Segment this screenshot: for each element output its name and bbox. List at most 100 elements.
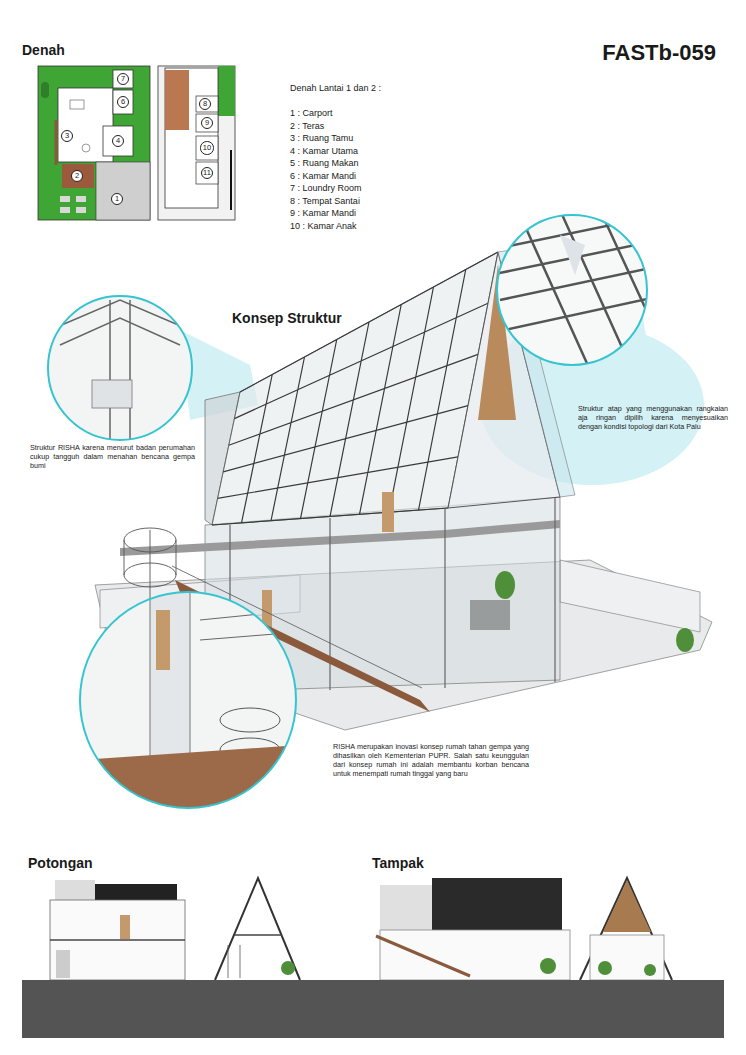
wood-wall xyxy=(55,120,58,165)
callout-number: 8 xyxy=(203,100,207,108)
callout-note: Struktur atap yang menggunakan rangkaian… xyxy=(578,404,728,431)
zoom-frame-detail xyxy=(48,296,192,440)
room-number: 11 xyxy=(201,167,214,180)
plan-key-item: 2 : Teras xyxy=(290,121,324,132)
room xyxy=(196,96,218,112)
ramp xyxy=(376,936,470,976)
carport xyxy=(96,162,150,220)
elevation-body xyxy=(380,930,570,980)
fence-wall xyxy=(560,560,700,632)
garden xyxy=(38,66,150,220)
paver xyxy=(76,207,86,213)
plan-key-item: 4 : Kamar Utama xyxy=(290,146,358,157)
roof-texture xyxy=(432,878,562,930)
room xyxy=(196,136,218,160)
stair xyxy=(56,950,70,978)
callout-number: 2 xyxy=(75,172,79,180)
bathroom xyxy=(113,90,133,114)
plan-key-item: 3 : Ruang Tamu xyxy=(290,133,353,144)
section-heading: Konsep Struktur xyxy=(232,310,342,328)
section-heading: Tampak xyxy=(372,855,424,873)
callout-number: 11 xyxy=(203,169,211,177)
room-number: 8 xyxy=(199,98,212,111)
zoom-outline xyxy=(80,592,296,808)
room xyxy=(196,162,218,184)
plan-key-item: 7 : Loundry Room xyxy=(290,183,362,194)
callout-note: RISHA merupakan inovasi konsep rumah tah… xyxy=(333,742,529,778)
elevation-drawings xyxy=(376,878,672,980)
zoom-content xyxy=(50,300,190,440)
beam xyxy=(200,610,300,640)
room-number: 3 xyxy=(61,130,74,143)
spiral-stair xyxy=(220,708,280,732)
wood-panel xyxy=(156,610,170,670)
callout-number: 9 xyxy=(205,119,209,127)
wood-door xyxy=(382,492,394,532)
floor-slab xyxy=(120,520,560,556)
wood-door xyxy=(120,915,130,939)
section-drawings xyxy=(50,878,300,980)
glass-panel xyxy=(560,235,585,275)
callout-number: 1 xyxy=(115,195,119,203)
room-number: 9 xyxy=(201,117,214,130)
callout-number: 3 xyxy=(65,132,69,140)
wood-gable xyxy=(603,880,651,932)
frame-members xyxy=(50,300,190,440)
terrace xyxy=(62,164,94,188)
master-bedroom xyxy=(103,126,133,156)
callout-number: 6 xyxy=(121,98,125,106)
interior-furniture xyxy=(470,600,510,630)
roof-band xyxy=(95,884,177,900)
dining-table-symbol xyxy=(82,144,90,152)
plan-key-item: 8 : Tempat Santai xyxy=(290,196,360,207)
wall-panel xyxy=(55,880,95,900)
plant xyxy=(676,628,694,652)
zoom-content xyxy=(490,210,665,370)
section-body xyxy=(50,900,185,980)
garden xyxy=(218,66,235,116)
truss-members xyxy=(490,210,665,370)
plan-key-item: 5 : Ruang Makan xyxy=(290,158,359,169)
callout-number: 7 xyxy=(121,75,125,83)
plan-key-heading: Denah Lantai 1 dan 2 : xyxy=(290,83,381,94)
plan-key-item: 1 : Carport xyxy=(290,108,333,119)
interior xyxy=(92,380,132,408)
plan-key-item: 6 : Kamar Mandi xyxy=(290,171,356,182)
plot xyxy=(158,66,235,220)
callout-number: 10 xyxy=(203,144,211,152)
plant xyxy=(281,961,295,975)
zoom-column-detail xyxy=(80,590,300,810)
sofa-symbol xyxy=(70,100,84,109)
callout-number: 4 xyxy=(116,137,120,145)
railing xyxy=(230,150,232,210)
zoom-outline xyxy=(497,215,647,365)
section-heading: Denah xyxy=(22,42,65,60)
ground-bar xyxy=(22,980,724,1038)
laundry-room xyxy=(113,70,133,88)
a-frame-elevation xyxy=(580,878,672,980)
section-heading: Potongan xyxy=(28,855,93,873)
plant xyxy=(495,571,515,599)
wall-panel xyxy=(380,885,432,930)
plant xyxy=(598,961,612,975)
paver xyxy=(60,196,70,202)
zoom-circle xyxy=(48,296,192,440)
floor-line xyxy=(50,939,185,941)
room-number: 6 xyxy=(117,96,130,109)
floor-line xyxy=(234,934,282,936)
plan-key-item: 10 : Kamar Anak xyxy=(290,221,357,232)
elevation-body xyxy=(590,935,664,980)
tree-symbol xyxy=(41,82,49,98)
room-number: 1 xyxy=(111,193,124,206)
zoom-outline xyxy=(48,296,192,440)
room xyxy=(196,114,218,132)
room-number: 4 xyxy=(112,135,125,148)
spiral-stair xyxy=(228,945,240,978)
room-number: 2 xyxy=(71,170,84,183)
upper-floor xyxy=(165,68,218,208)
board-title: FASTb-059 xyxy=(602,40,716,66)
plant xyxy=(644,964,656,976)
room-number: 7 xyxy=(117,73,130,86)
